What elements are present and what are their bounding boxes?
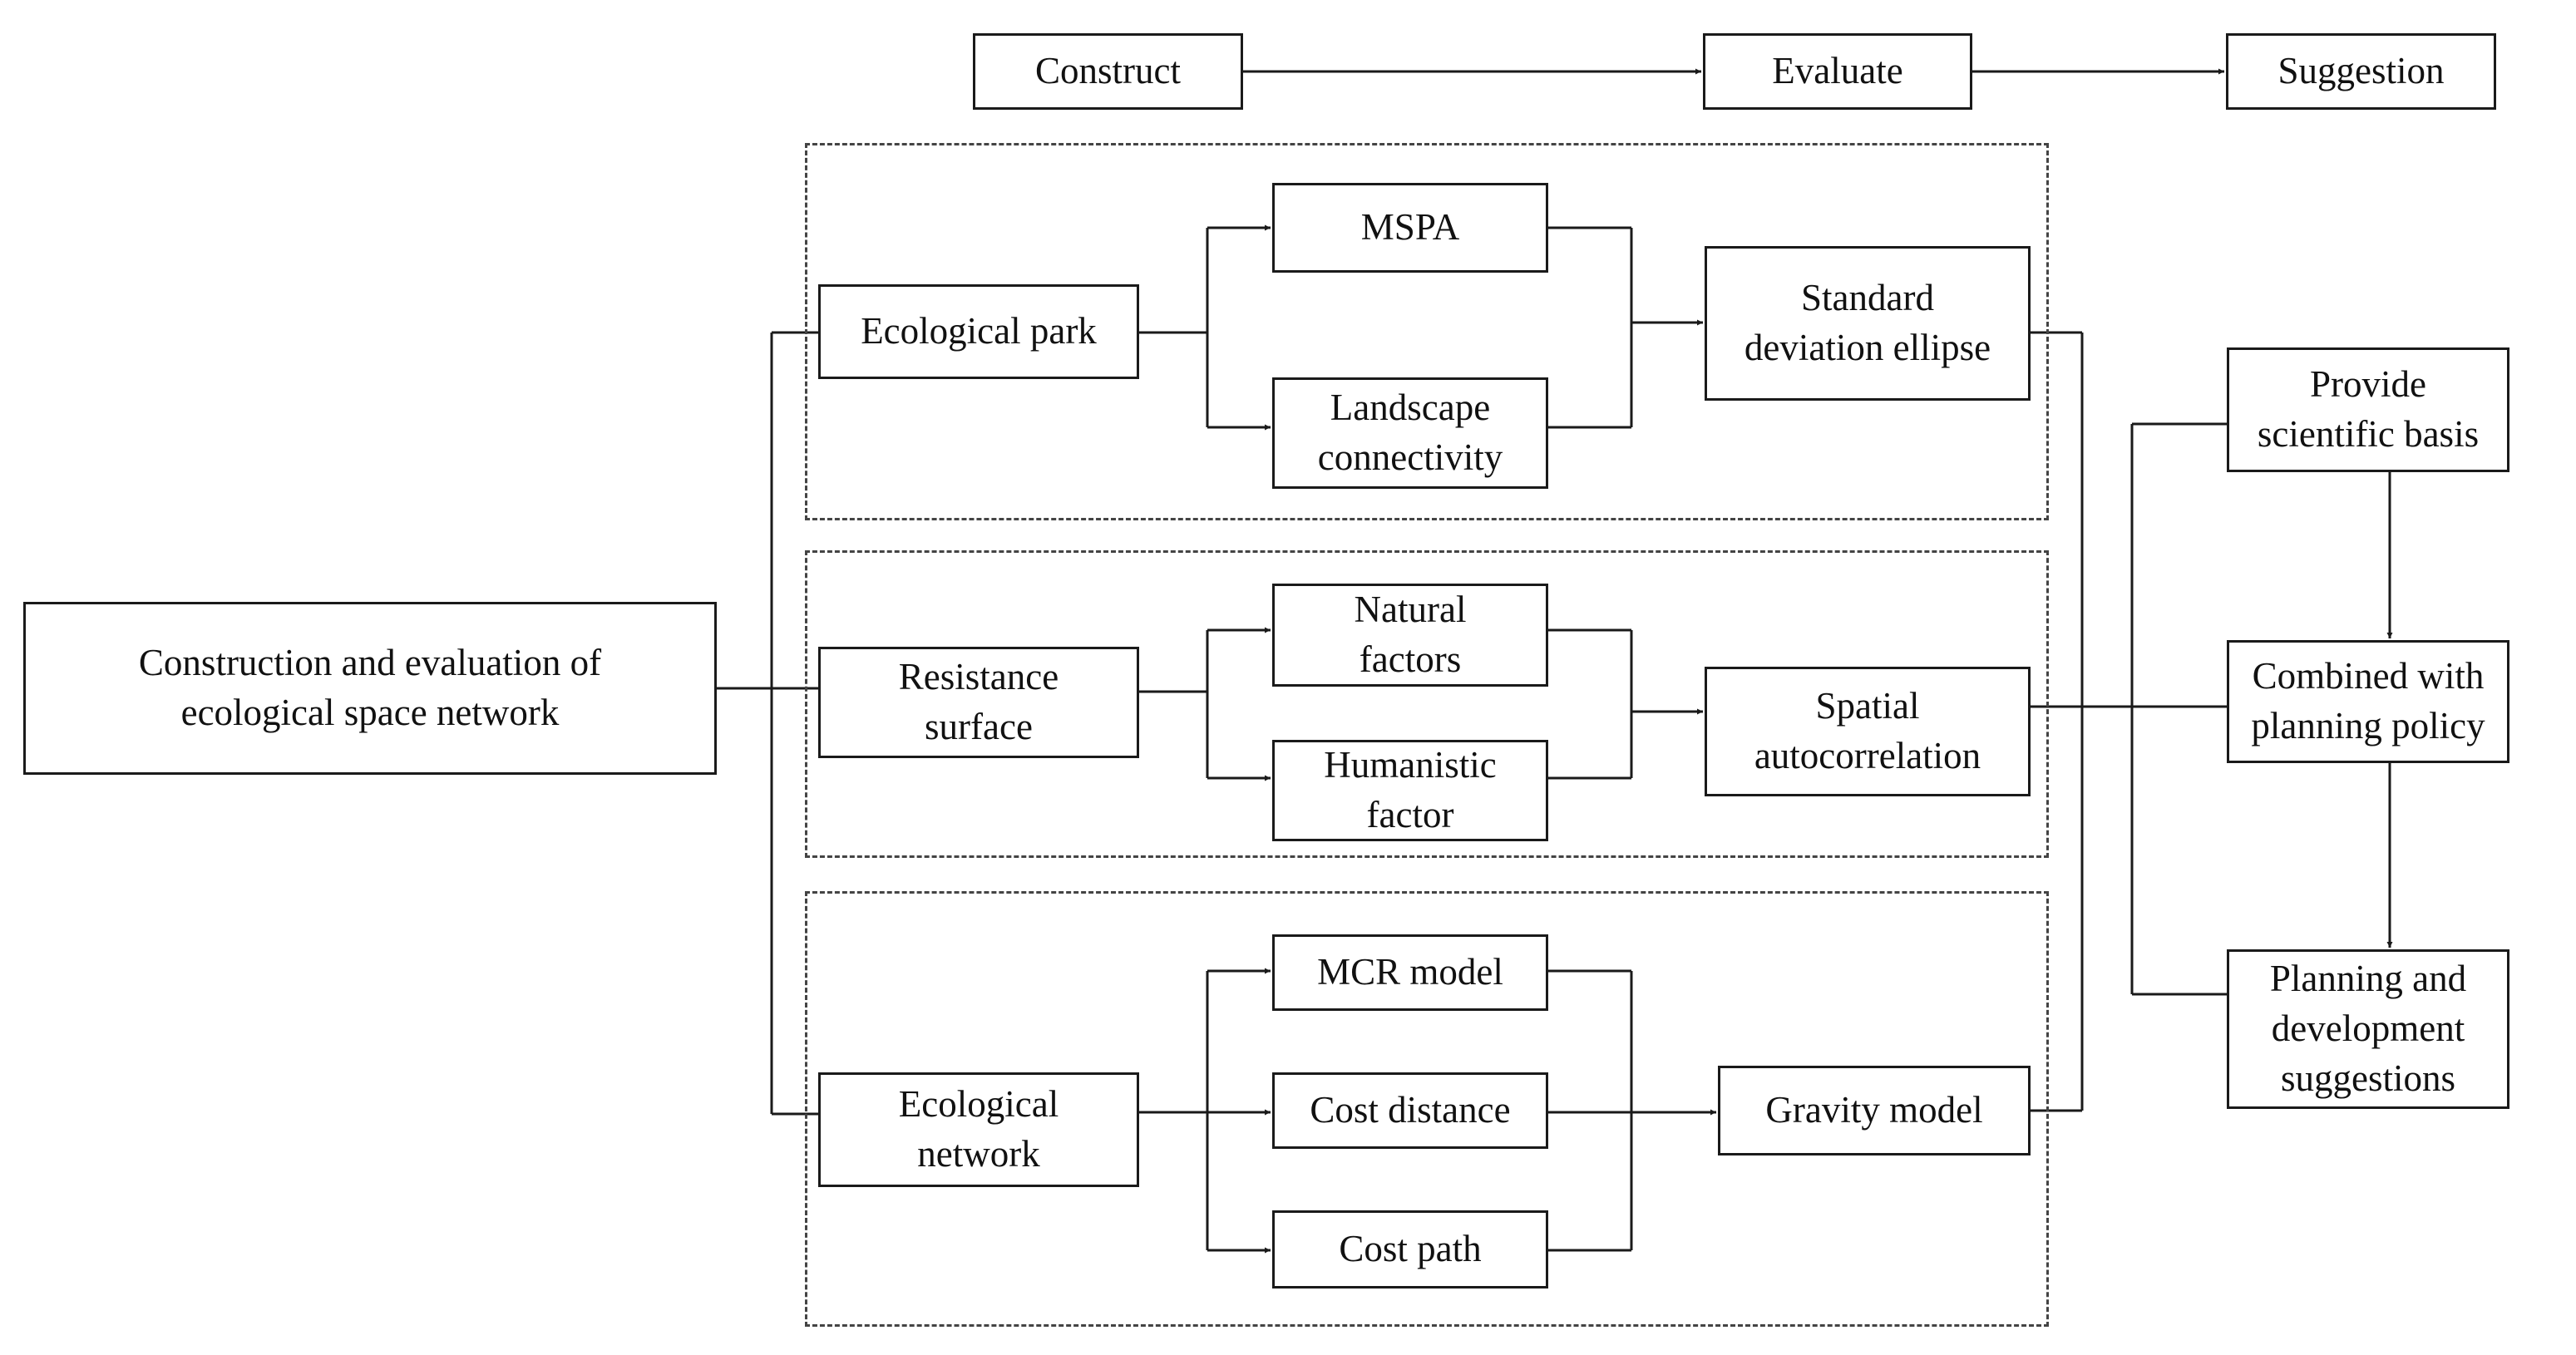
planning-policy-label: Combined with planning policy <box>2251 655 2485 746</box>
planning-suggestions-label: Planning and development suggestions <box>2269 958 2467 1099</box>
mspa-node: MSPA <box>1272 183 1548 273</box>
ecological-network-node: Ecological network <box>818 1072 1139 1187</box>
humanistic-factor-node: Humanistic factor <box>1272 740 1548 841</box>
landscape-connectivity-label: Landscape connectivity <box>1317 387 1503 478</box>
natural-factors-node: Natural factors <box>1272 584 1548 687</box>
group-ecological-network <box>805 891 2049 1327</box>
mcr-model-label: MCR model <box>1317 951 1503 993</box>
connectors <box>717 68 2393 1254</box>
scientific-basis-label: Provide scientific basis <box>2257 363 2480 455</box>
gravity-model-node: Gravity model <box>1718 1066 2031 1155</box>
cost-distance-label: Cost distance <box>1310 1089 1511 1131</box>
stage-construct: Construct <box>973 33 1243 110</box>
mspa-label: MSPA <box>1360 206 1460 249</box>
cost-path-node: Cost path <box>1272 1210 1548 1288</box>
gravity-model-label: Gravity model <box>1765 1089 1983 1131</box>
ecological-park-label: Ecological park <box>861 310 1097 352</box>
scientific-basis-node: Provide scientific basis <box>2227 347 2509 472</box>
resistance-surface-node: Resistance surface <box>818 647 1139 758</box>
humanistic-factor-label: Humanistic factor <box>1324 744 1497 835</box>
ecological-network-label: Ecological network <box>898 1083 1059 1175</box>
spatial-autocorrelation-node: Spatial autocorrelation <box>1705 667 2031 796</box>
spatial-autocorrelation-label: Spatial autocorrelation <box>1754 685 1981 776</box>
group-resistance-surface <box>805 550 2049 858</box>
standard-deviation-ellipse-node: Standard deviation ellipse <box>1705 246 2031 401</box>
stage-suggestion: Suggestion <box>2226 33 2496 110</box>
stage-evaluate: Evaluate <box>1703 33 1972 110</box>
stage-evaluate-label: Evaluate <box>1772 50 1903 92</box>
resistance-surface-label: Resistance surface <box>898 656 1059 747</box>
natural-factors-label: Natural factors <box>1354 589 1467 680</box>
root-node: Construction and evaluation of ecologica… <box>23 602 717 775</box>
stage-suggestion-label: Suggestion <box>2277 50 2445 92</box>
stage-construct-label: Construct <box>1035 50 1181 92</box>
mcr-model-node: MCR model <box>1272 934 1548 1011</box>
planning-policy-node: Combined with planning policy <box>2227 640 2509 763</box>
ecological-park-node: Ecological park <box>818 284 1139 379</box>
standard-deviation-ellipse-label: Standard deviation ellipse <box>1744 277 1991 368</box>
cost-distance-node: Cost distance <box>1272 1072 1548 1149</box>
landscape-connectivity-node: Landscape connectivity <box>1272 377 1548 489</box>
cost-path-label: Cost path <box>1339 1228 1482 1270</box>
group-ecological-park <box>805 143 2049 520</box>
root-node-label: Construction and evaluation of ecologica… <box>138 642 602 733</box>
planning-suggestions-node: Planning and development suggestions <box>2227 949 2509 1109</box>
